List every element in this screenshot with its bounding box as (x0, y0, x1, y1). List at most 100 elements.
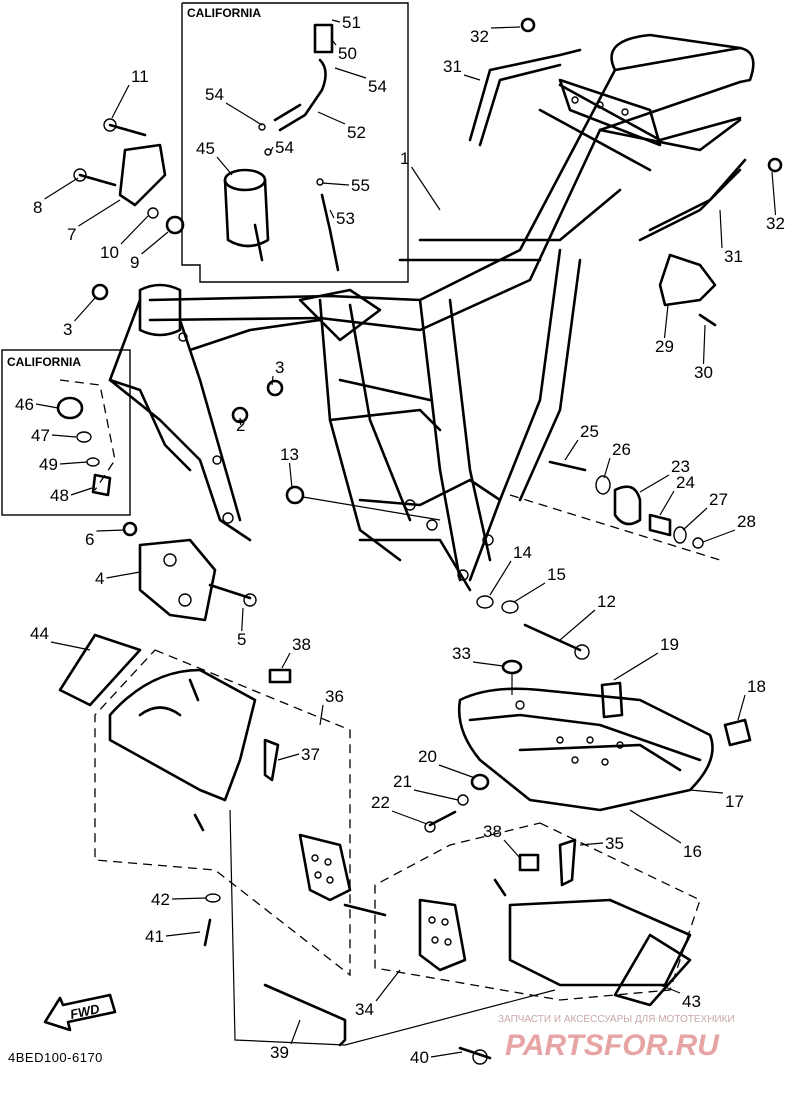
clip-55 (316, 178, 324, 186)
part-label-3: 3 (63, 320, 72, 339)
bolt-12 (523, 623, 590, 660)
part-label-39: 39 (270, 1043, 289, 1062)
part-label-17: 17 (725, 792, 744, 811)
part-label-6: 6 (85, 530, 94, 549)
leader-line-34 (375, 969, 401, 1002)
part-label-2: 2 (236, 416, 245, 435)
stay-39 (263, 983, 347, 1047)
bolt-8 (73, 168, 117, 187)
leader-lines (35, 19, 777, 1058)
leader-line-32 (490, 26, 521, 29)
leader-line-38 (503, 839, 521, 859)
part-label-36: 36 (325, 687, 344, 706)
screw-41 (203, 918, 212, 947)
leader-line-1 (410, 166, 441, 211)
part-label-54: 54 (275, 138, 294, 157)
leader-line-5 (241, 607, 244, 632)
part-label-35: 35 (605, 834, 624, 853)
part-labels: 1233456789101112131415161718192021222324… (15, 13, 785, 1067)
bolt-11 (103, 118, 147, 137)
leader-line-50 (331, 39, 337, 46)
side-stay-lower (638, 158, 747, 242)
leader-line-6 (96, 529, 126, 532)
leader-line-45 (216, 156, 233, 176)
leader-line-24 (659, 490, 675, 516)
washer-21 (457, 794, 469, 806)
leader-line-11 (111, 84, 130, 119)
leader-line-3 (271, 375, 274, 386)
watermark-main-text: PARTSFOR.RU (505, 1029, 720, 1062)
part-label-43: 43 (682, 992, 701, 1011)
part-label-12: 12 (597, 592, 616, 611)
leader-line-9 (141, 231, 169, 255)
california-left-parts (56, 379, 116, 497)
part-label-5: 5 (237, 630, 246, 649)
leader-line-53 (329, 209, 335, 219)
part-label-3: 3 (275, 358, 284, 377)
evap-valve (273, 23, 334, 132)
part-label-25: 25 (580, 422, 599, 441)
part-label-29: 29 (655, 337, 674, 356)
grommet-3a (91, 283, 109, 301)
bolt-40 (458, 1046, 492, 1065)
leader-line-27 (682, 507, 708, 531)
hose-53 (320, 193, 340, 272)
washer-42 (205, 893, 221, 903)
part-label-20: 20 (418, 747, 437, 766)
nut-6 (122, 521, 138, 537)
watermark: ЗАПЧАСТИ И АКСЕССУАРЫ ДЛЯ МОТОТЕХНИКИ PA… (498, 1014, 735, 1062)
plate-7 (118, 143, 167, 207)
part-label-51: 51 (342, 13, 361, 32)
grommet-33 (501, 659, 523, 675)
part-label-16: 16 (683, 842, 702, 861)
leader-line-7 (78, 199, 121, 227)
leader-line-21 (413, 789, 459, 801)
leader-line-16 (629, 809, 682, 844)
part-label-32: 32 (470, 27, 489, 46)
leader-line-47 (51, 434, 77, 438)
part-label-13: 13 (280, 445, 299, 464)
california-box-top: CALIFORNIA (181, 2, 409, 283)
leader-line-14 (489, 560, 512, 596)
leader-line-38 (281, 652, 291, 669)
leader-line-26 (603, 457, 611, 479)
screen-43 (613, 933, 692, 1007)
part-label-19: 19 (660, 635, 679, 654)
leader-line-17 (689, 789, 724, 794)
leader-line-33 (472, 661, 504, 667)
damper-38a (268, 668, 292, 684)
leader-line-23 (639, 474, 670, 493)
part-label-45: 45 (196, 139, 215, 158)
leader-line-31 (719, 209, 723, 249)
bracket-29 (658, 253, 717, 327)
part-label-52: 52 (347, 123, 366, 142)
part-label-46: 46 (15, 395, 34, 414)
leader-line-54 (225, 102, 263, 126)
watermark-top-text: ЗАПЧАСТИ И АКСЕССУАРЫ ДЛЯ МОТОТЕХНИКИ (498, 1014, 735, 1025)
leader-line-20 (438, 764, 476, 779)
side-stay-upper (468, 48, 582, 147)
part-label-38: 38 (483, 822, 502, 841)
part-label-34: 34 (355, 1000, 374, 1019)
collar-20 (470, 773, 490, 791)
leader-line-13 (288, 462, 293, 489)
part-label-14: 14 (513, 543, 532, 562)
grommet-3b (266, 379, 284, 397)
leader-line-25 (564, 439, 579, 461)
part-label-15: 15 (547, 565, 566, 584)
leader-line-15 (513, 582, 546, 603)
leader-line-4 (106, 571, 141, 579)
part-label-4: 4 (95, 569, 104, 588)
part-label-32: 32 (766, 214, 785, 233)
leader-line-22 (391, 810, 428, 825)
leader-line-29 (663, 304, 669, 339)
bolt-5 (208, 583, 257, 607)
side-cover-group-36 (94, 649, 387, 977)
leader-line-35 (579, 842, 604, 846)
california-box-top-title: CALIFORNIA (187, 6, 261, 20)
screen-44 (58, 633, 142, 707)
part-label-27: 27 (709, 490, 728, 509)
leader-line-28 (702, 529, 736, 543)
